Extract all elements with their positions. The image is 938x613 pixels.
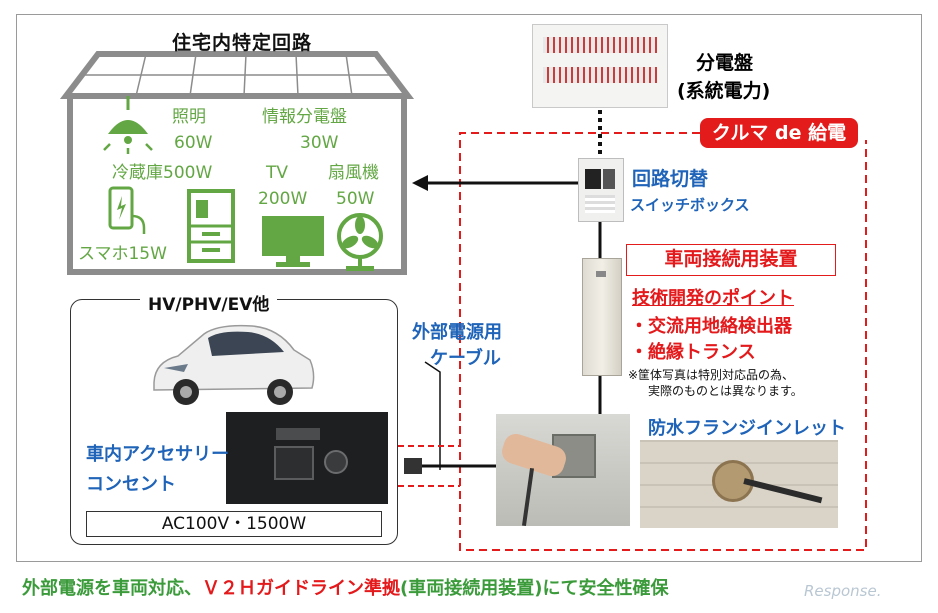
diagram-frame bbox=[16, 14, 922, 562]
fan-watts: 50W bbox=[336, 189, 375, 209]
outlet-rating: AC100V・1500W bbox=[86, 511, 382, 537]
cable-leader-line bbox=[424, 361, 441, 470]
footer-part1: 外部電源を車両対応、 bbox=[22, 578, 202, 599]
phone-label: スマホ15W bbox=[78, 244, 167, 264]
car-illustration bbox=[153, 324, 315, 405]
car-outlet-photo bbox=[226, 412, 388, 504]
light-icon bbox=[103, 96, 153, 154]
fan-icon bbox=[337, 213, 383, 271]
footer-caption: 外部電源を車両対応、Ｖ２Ｈガイドライン準拠(車両接続用装置)にて安全性確保 bbox=[22, 574, 668, 600]
house-illustration bbox=[59, 51, 415, 275]
smartphone-icon bbox=[108, 186, 146, 234]
house-walls bbox=[67, 93, 407, 275]
switch-box-sublabel: スイッチボックス bbox=[630, 196, 750, 214]
kuruma-de-kyuden-badge: クルマ de 給電 bbox=[700, 118, 858, 148]
vehicle-connection-device-photo bbox=[582, 258, 622, 376]
panel-label: 分電盤 bbox=[696, 52, 754, 74]
footer-part3: (車両接続用装置)にて安全性確保 bbox=[400, 578, 669, 599]
cable-sublabel: ケーブル bbox=[430, 348, 501, 369]
waterproof-inlet-photo bbox=[640, 440, 838, 528]
tv-name: TV bbox=[266, 163, 289, 183]
house-title: 住宅内特定回路 bbox=[172, 32, 313, 54]
plugging-photo bbox=[496, 414, 630, 526]
info-panel-watts: 30W bbox=[300, 133, 339, 153]
outlet-sublabel: コンセント bbox=[86, 474, 176, 495]
vehicle-box-title: HV/PHV/EV他 bbox=[140, 290, 278, 315]
note-line2: 実際のものとは異なります。 bbox=[648, 384, 803, 398]
distribution-panel-photo bbox=[532, 24, 668, 108]
plug-icon bbox=[404, 458, 422, 474]
arrow-head-icon bbox=[412, 175, 428, 191]
system-boundary bbox=[459, 132, 867, 551]
panel-sublabel: (系統電力) bbox=[677, 80, 771, 102]
note-line1: ※筐体写真は特別対応品の為、 bbox=[628, 368, 795, 382]
device-title: 車両接続用装置 bbox=[626, 244, 836, 276]
footer-part2: Ｖ２Ｈガイドライン準拠 bbox=[202, 578, 400, 599]
outlet-label: 車内アクセサリー bbox=[86, 444, 230, 465]
light-name: 照明 bbox=[172, 107, 206, 127]
tech-point-ground-fault: ・交流用地絡検出器 bbox=[630, 316, 792, 337]
tech-point-transformer: ・絶縁トランス bbox=[630, 342, 756, 363]
tv-icon bbox=[262, 216, 324, 267]
inlet-label: 防水フランジインレット bbox=[648, 418, 846, 439]
response-watermark: Response. bbox=[804, 582, 882, 600]
info-panel-name: 情報分電盤 bbox=[262, 107, 347, 127]
switch-box-photo bbox=[578, 158, 624, 222]
fridge-icon bbox=[187, 189, 235, 263]
fan-name: 扇風機 bbox=[328, 163, 379, 183]
cable-label: 外部電源用 bbox=[412, 322, 502, 343]
tech-points-title: 技術開発のポイント bbox=[632, 288, 794, 309]
tv-watts: 200W bbox=[258, 189, 308, 209]
switch-box-label: 回路切替 bbox=[632, 168, 709, 190]
light-watts: 60W bbox=[174, 133, 213, 153]
fridge-label: 冷蔵庫500W bbox=[112, 163, 213, 183]
